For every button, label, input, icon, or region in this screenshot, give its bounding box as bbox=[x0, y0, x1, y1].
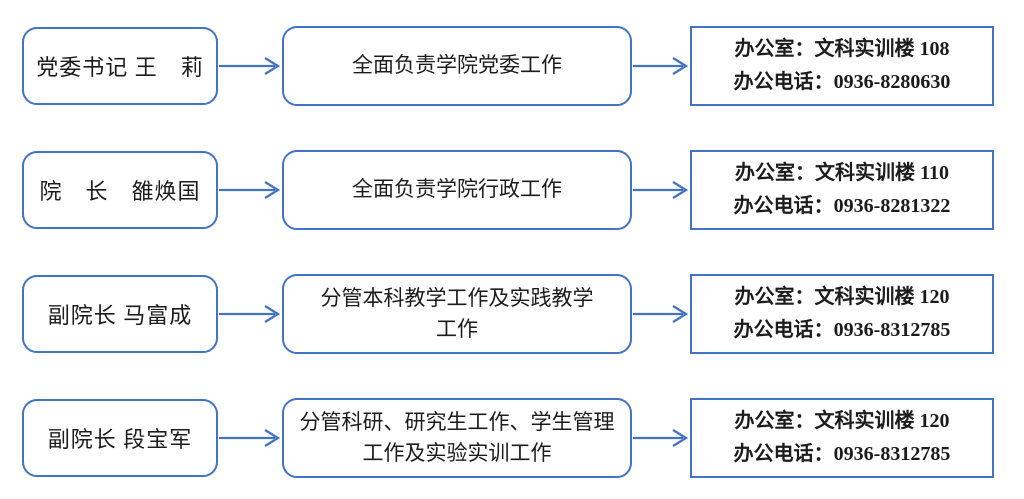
right-arrow-icon bbox=[219, 429, 281, 447]
office-info-box: 办公室：文科实训楼 110 办公电话：0936-8281322 bbox=[690, 150, 994, 230]
right-arrow-icon bbox=[219, 181, 281, 199]
role-name-box: 院 长 雒焕国 bbox=[22, 151, 218, 229]
role-name-box: 副院长 段宝军 bbox=[22, 399, 218, 477]
duty-box: 分管本科教学工作及实践教学 工作 bbox=[282, 274, 632, 354]
arrow-connector bbox=[218, 54, 282, 78]
office-info-box: 办公室：文科实训楼 120 办公电话：0936-8312785 bbox=[690, 274, 994, 354]
flowchart-row-1: 党委书记 王 莉 全面负责学院党委工作 办公室：文科实训楼 108 办公电话：0… bbox=[22, 26, 1024, 106]
office-room-label: 办公室：文科实训楼 120 bbox=[734, 410, 950, 432]
arrow-connector bbox=[632, 426, 690, 450]
duty-text-line2: 工作及实验实训工作 bbox=[362, 441, 552, 465]
flowchart-row-2: 院 长 雒焕国 全面负责学院行政工作 办公室：文科实训楼 110 办公电话：09… bbox=[22, 150, 1024, 230]
arrow-connector bbox=[218, 178, 282, 202]
arrow-connector bbox=[632, 302, 690, 326]
flowchart-row-3: 副院长 马富成 分管本科教学工作及实践教学 工作 办公室：文科实训楼 120 办… bbox=[22, 274, 1024, 354]
office-phone-label: 办公电话：0936-8312785 bbox=[733, 443, 951, 465]
duty-text-line1: 全面负责学院党委工作 bbox=[352, 53, 562, 78]
office-room-label: 办公室：文科实训楼 120 bbox=[734, 286, 950, 308]
arrow-connector bbox=[218, 426, 282, 450]
office-phone-label: 办公电话：0936-8312785 bbox=[733, 319, 951, 341]
flowchart-row-4: 副院长 段宝军 分管科研、研究生工作、学生管理 工作及实验实训工作 办公室：文科… bbox=[22, 398, 1024, 478]
duty-text-line1: 分管本科教学工作及实践教学 bbox=[320, 285, 594, 310]
office-info-box: 办公室：文科实训楼 120 办公电话：0936-8312785 bbox=[690, 398, 994, 478]
right-arrow-icon bbox=[633, 305, 689, 323]
right-arrow-icon bbox=[633, 429, 689, 447]
duty-text-line1: 分管科研、研究生工作、学生管理 bbox=[299, 409, 615, 434]
right-arrow-icon bbox=[219, 305, 281, 323]
right-arrow-icon bbox=[219, 57, 281, 75]
duty-box: 全面负责学院行政工作 bbox=[282, 150, 632, 230]
office-phone-label: 办公电话：0936-8281322 bbox=[733, 195, 951, 217]
arrow-connector bbox=[218, 302, 282, 326]
duty-box: 全面负责学院党委工作 bbox=[282, 26, 632, 106]
role-name-box: 党委书记 王 莉 bbox=[22, 27, 218, 105]
duty-box: 分管科研、研究生工作、学生管理 工作及实验实训工作 bbox=[282, 398, 632, 478]
office-info-box: 办公室：文科实训楼 108 办公电话：0936-8280630 bbox=[690, 26, 994, 106]
role-name-label: 副院长 段宝军 bbox=[47, 427, 193, 452]
duty-text-line2: 工作 bbox=[436, 317, 478, 341]
duty-text-line1: 全面负责学院行政工作 bbox=[352, 177, 562, 202]
role-name-label: 党委书记 王 莉 bbox=[36, 55, 204, 80]
role-name-label: 副院长 马富成 bbox=[47, 303, 193, 328]
office-room-label: 办公室：文科实训楼 110 bbox=[735, 162, 949, 184]
arrow-connector bbox=[632, 54, 690, 78]
role-name-label: 院 长 雒焕国 bbox=[39, 179, 201, 204]
org-flowchart: 党委书记 王 莉 全面负责学院党委工作 办公室：文科实训楼 108 办公电话：0… bbox=[22, 26, 1024, 478]
right-arrow-icon bbox=[633, 181, 689, 199]
role-name-box: 副院长 马富成 bbox=[22, 275, 218, 353]
office-room-label: 办公室：文科实训楼 108 bbox=[734, 38, 950, 60]
arrow-connector bbox=[632, 178, 690, 202]
office-phone-label: 办公电话：0936-8280630 bbox=[733, 71, 951, 93]
right-arrow-icon bbox=[633, 57, 689, 75]
